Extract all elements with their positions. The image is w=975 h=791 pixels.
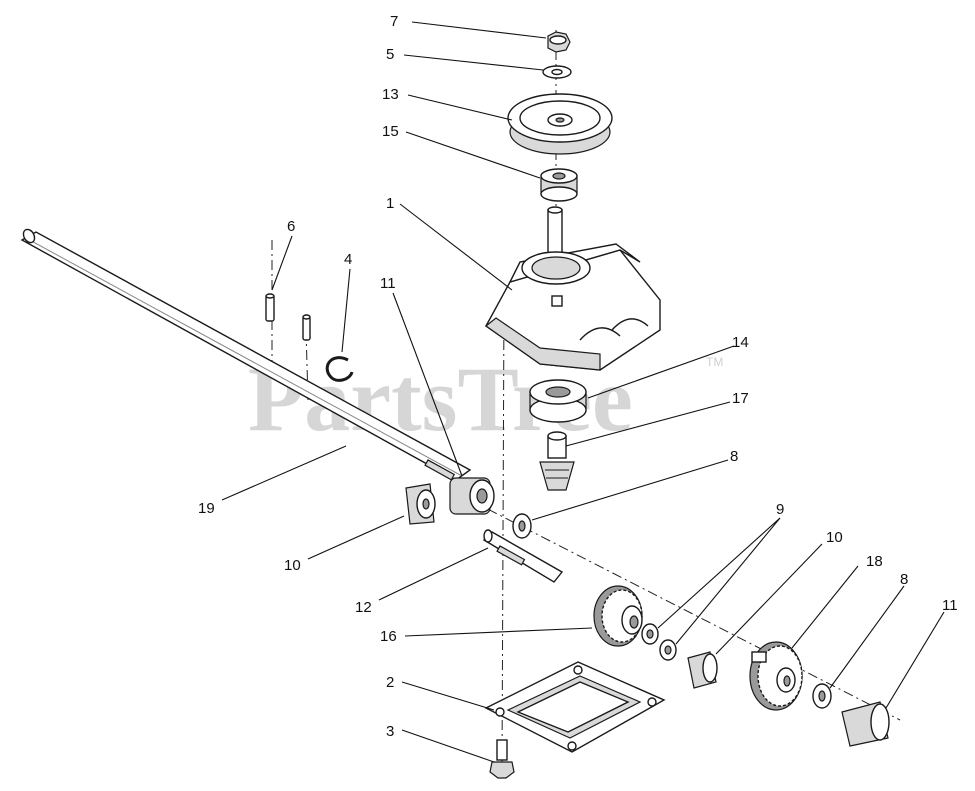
part-11-bushing-upper: [449, 477, 495, 515]
part-2-cover-plate: [484, 661, 666, 753]
label-2: 2: [386, 674, 394, 691]
part-10-bushing-right: [687, 651, 718, 689]
label-19: 19: [198, 500, 215, 517]
part-4-e-clip: [325, 356, 354, 382]
part-8-thrust-washer-upper: [512, 513, 532, 539]
label-5: 5: [386, 46, 394, 63]
label-16: 16: [380, 628, 397, 645]
label-10-left: 10: [284, 557, 301, 574]
label-15: 15: [382, 123, 399, 140]
part-9-washers: [641, 623, 677, 661]
part-17-pinion-shaft: [539, 431, 575, 491]
label-4: 4: [344, 251, 352, 268]
part-7-hex-nut: [547, 31, 571, 53]
watermark-tm: TM: [706, 355, 723, 369]
label-13: 13: [382, 86, 399, 103]
part-3-bolt: [489, 739, 515, 779]
label-8-lower: 8: [900, 571, 908, 588]
part-19-drive-shaft: [20, 228, 472, 481]
part-18-gear: [749, 641, 803, 711]
part-6-roll-pin: [265, 293, 275, 322]
label-11-upper: 11: [380, 275, 396, 292]
part-12-axle: [482, 529, 564, 583]
leader-lines: [221, 21, 945, 763]
part-10-bushing-left: [405, 483, 436, 525]
part-pin-2: [302, 314, 311, 341]
label-18: 18: [866, 553, 883, 570]
label-10-right: 10: [826, 529, 843, 546]
label-6: 6: [287, 218, 295, 235]
part-1-gear-housing: [485, 206, 661, 371]
label-7: 7: [390, 13, 398, 30]
label-9: 9: [776, 501, 784, 518]
label-14: 14: [732, 334, 749, 351]
label-3: 3: [386, 723, 394, 740]
label-12: 12: [355, 599, 372, 616]
part-15-spacer: [540, 168, 578, 202]
part-5-washer: [542, 65, 572, 79]
part-11-bushing-lower: [841, 701, 890, 747]
part-14-bearing: [529, 379, 587, 423]
callout-labels: 7 5 13 15 1 6 4 11 14 17 8 19 9 10 10 18…: [198, 13, 958, 740]
label-17: 17: [732, 390, 749, 407]
label-1: 1: [386, 195, 394, 212]
part-8-thrust-washer-lower: [812, 683, 832, 709]
label-11-lower: 11: [942, 597, 958, 614]
part-13-pulley: [507, 93, 613, 155]
label-8-upper: 8: [730, 448, 738, 465]
part-16-gear: [593, 585, 643, 647]
